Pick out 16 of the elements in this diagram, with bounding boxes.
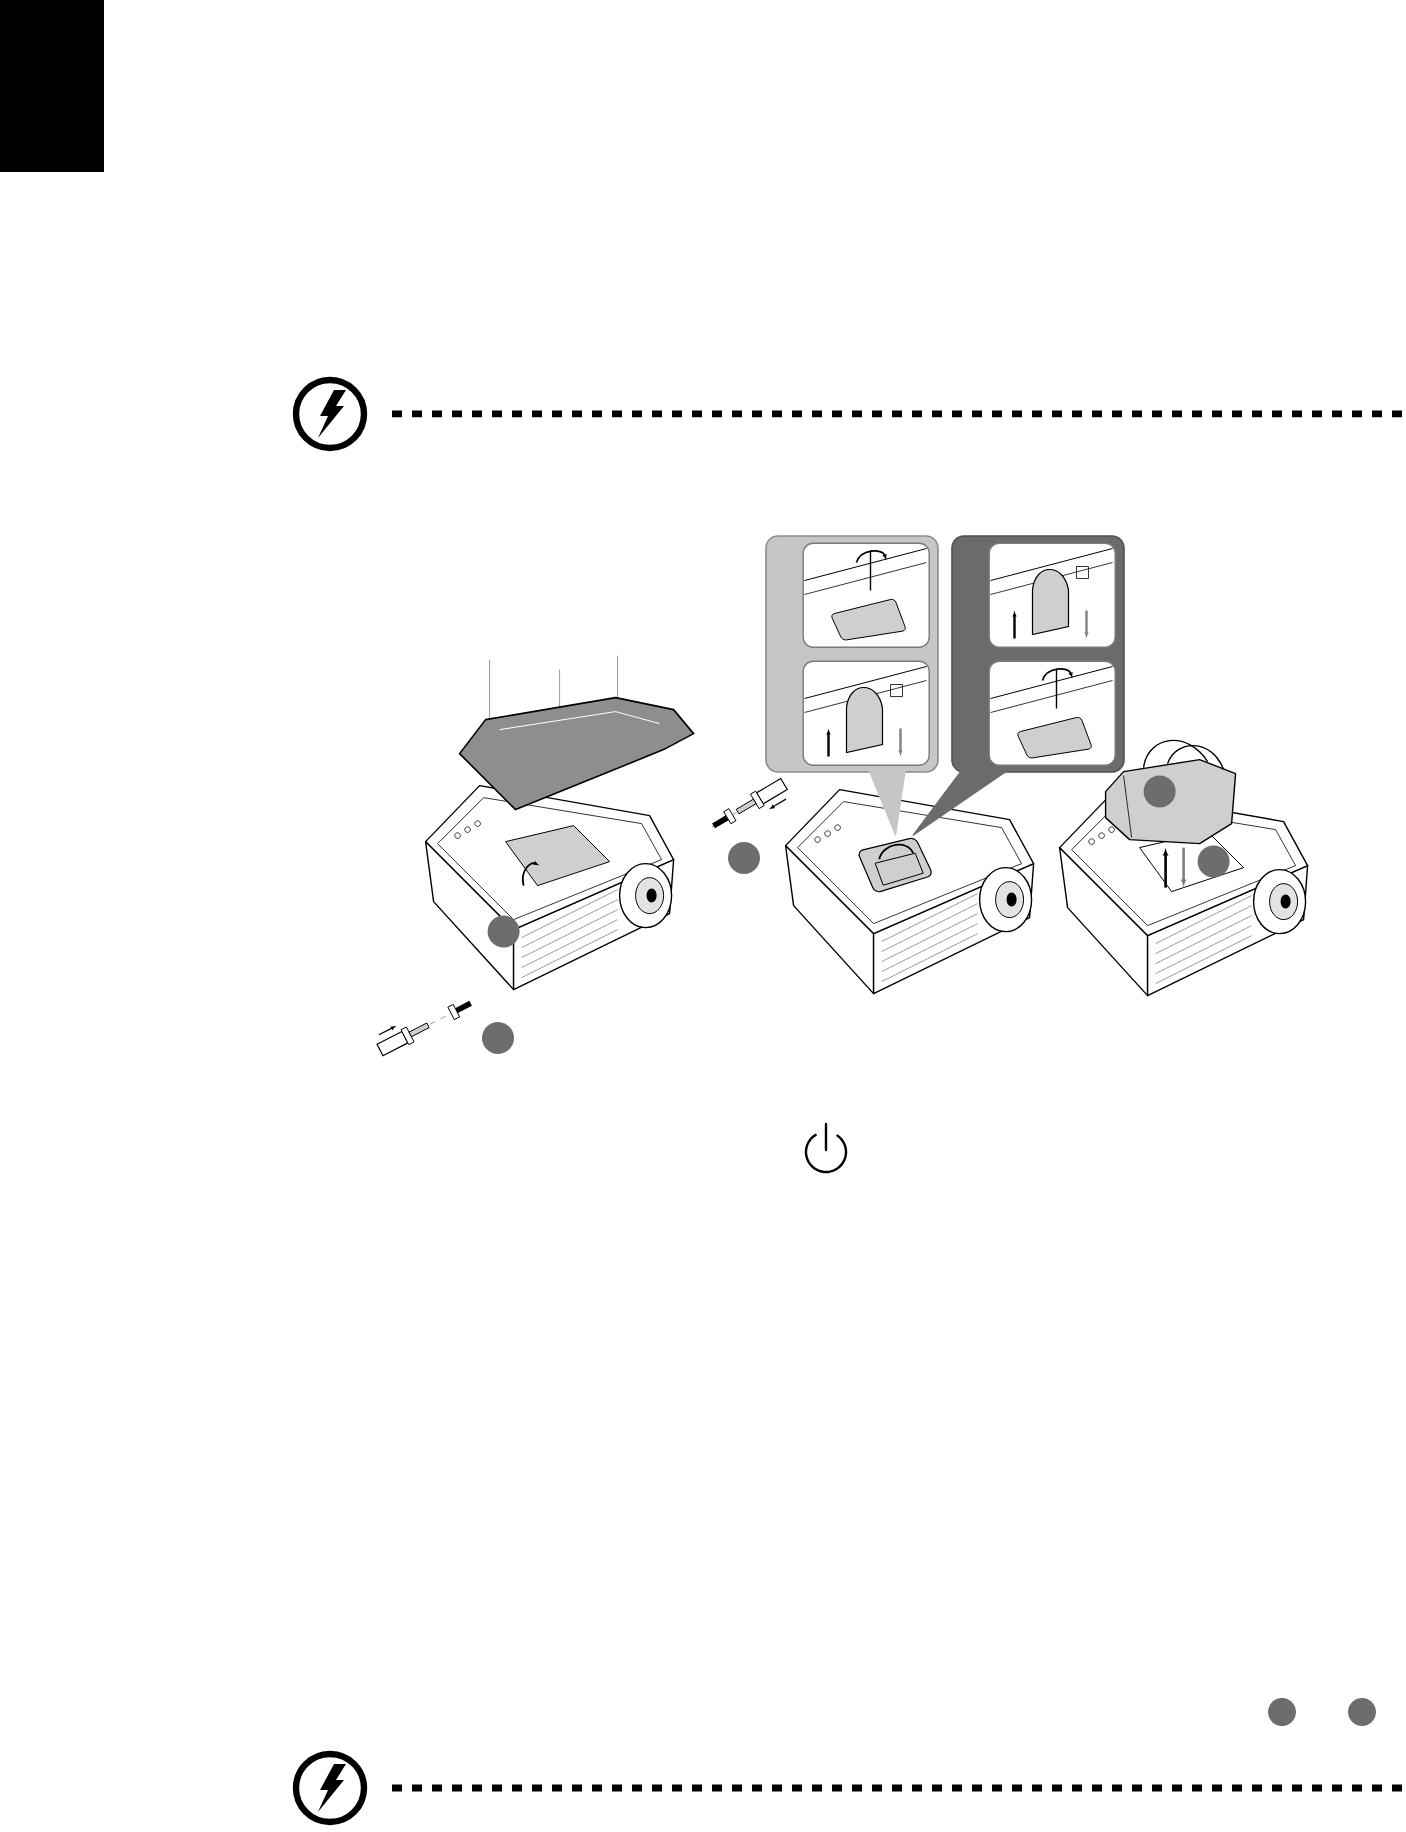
projector-illustration: [1058, 739, 1309, 997]
detail-picture: [802, 542, 930, 648]
step-circle: [482, 1022, 514, 1054]
step-circle: [1348, 1698, 1376, 1726]
callout-pointer: [912, 770, 1008, 836]
detail-picture: [988, 660, 1116, 766]
callout-pointer: [868, 770, 906, 836]
projector-illustration: [424, 655, 695, 991]
detail-picture: [988, 542, 1116, 648]
step-circle: [1268, 1698, 1296, 1726]
step-circle: [487, 915, 520, 948]
lamp-compartment: [858, 837, 932, 893]
step-circle: [1197, 845, 1230, 878]
step-circle: [1143, 775, 1176, 808]
step-circle: [728, 842, 760, 874]
detail-picture: [802, 660, 930, 766]
